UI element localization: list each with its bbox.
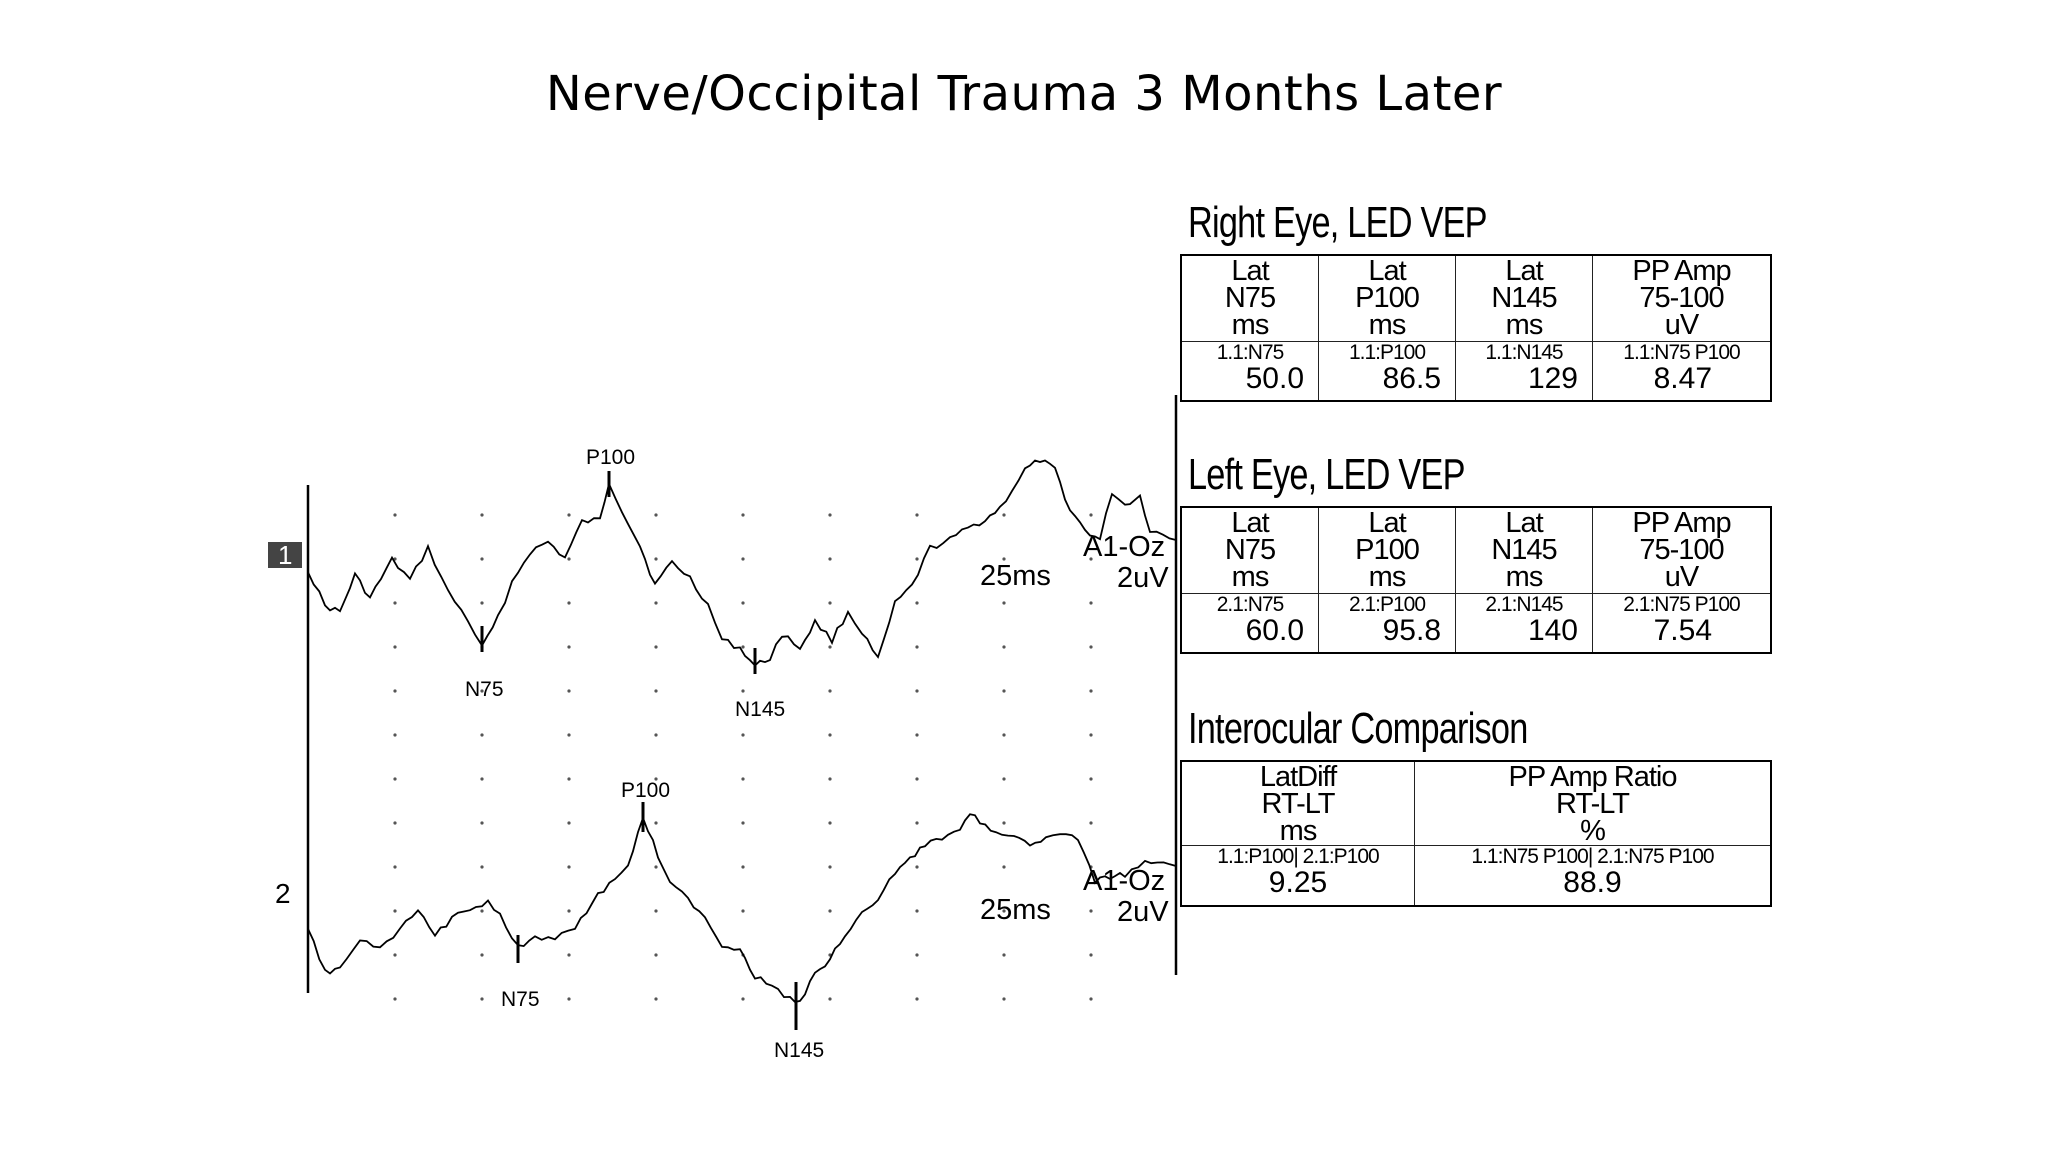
vep-waveform-plot: 1 N75 P100 N145 25ms A1-Oz 2uV 2 N75 P10… (268, 395, 1178, 1062)
peak-marker-n75-ch2: N75 (501, 935, 540, 1011)
timebase-label-ch1: 25ms (980, 560, 1051, 592)
peak-marker-n75-ch1: N75 (465, 626, 504, 701)
sensitivity-label-ch2: 2uV (1117, 896, 1169, 928)
peak-label-p100-ch2: P100 (621, 779, 670, 802)
sensitivity-label-ch1: 2uV (1117, 562, 1169, 594)
peak-marker-n145-ch2: N145 (774, 982, 824, 1062)
peak-label-n75-ch1: N75 (465, 678, 504, 701)
channel-2-label: 2 (275, 878, 291, 909)
montage-label-ch1: A1-Oz (1083, 531, 1165, 563)
peak-label-n145-ch1: N145 (735, 698, 785, 721)
peak-marker-p100-ch1: P100 (586, 446, 635, 497)
right-eye-title: Right Eye, LED VEP (1188, 198, 1488, 247)
montage-label-ch2: A1-Oz (1083, 865, 1165, 897)
peak-marker-n145-ch1: N145 (735, 648, 785, 721)
interocular-title: Interocular Comparison (1188, 704, 1528, 753)
dot-grid (393, 513, 1093, 1001)
peak-marker-p100-ch2: P100 (621, 779, 670, 832)
timebase-label-ch2: 25ms (980, 894, 1051, 926)
channel-1-label: 1 (278, 540, 292, 570)
channel-1-marker (268, 542, 302, 568)
channel-1-trace (307, 459, 1177, 667)
peak-label-p100-ch1: P100 (586, 446, 635, 469)
peak-label-n75-ch2: N75 (501, 988, 540, 1011)
chart-title: Nerve/Occipital Trauma 3 Months Later (545, 66, 1503, 122)
left-eye-title: Left Eye, LED VEP (1188, 450, 1465, 499)
channel-2-trace (307, 813, 1177, 1003)
peak-label-n145-ch2: N145 (774, 1039, 824, 1062)
